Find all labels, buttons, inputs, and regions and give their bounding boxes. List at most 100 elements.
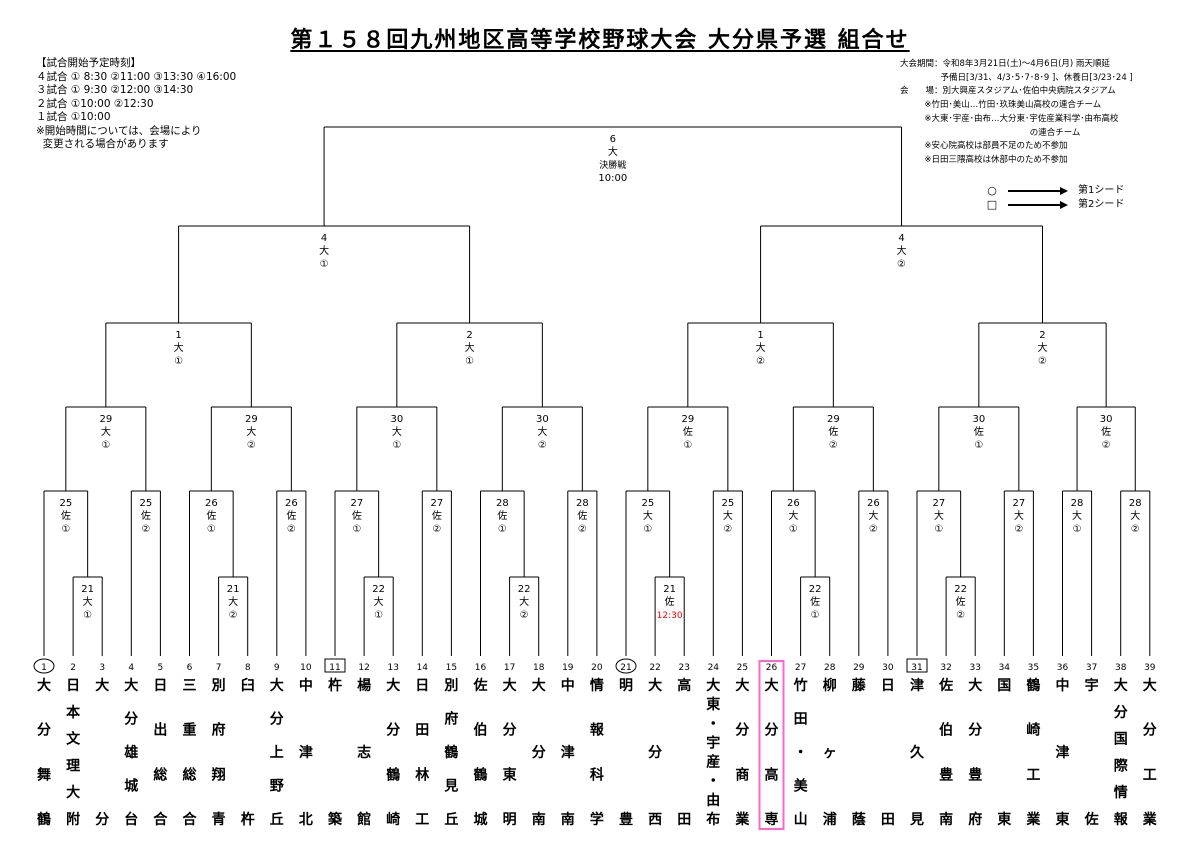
arrow-right-icon (1008, 187, 1068, 195)
team-name-char: 柳 (823, 677, 837, 694)
game-date: 27 (1012, 498, 1025, 509)
team-name-char: 城 (474, 811, 488, 828)
team-name-char: 美 (794, 778, 809, 795)
game-label-bg (1030, 329, 1055, 369)
team-number: 32 (940, 663, 951, 673)
second-seed-mark (906, 658, 928, 673)
game-label-bg (221, 583, 246, 623)
game-date: 28 (1071, 498, 1084, 509)
team-name-char: 大 (1114, 677, 1128, 694)
game-slot: ① (1073, 524, 1082, 535)
game-venue: 佐 (1101, 426, 1111, 438)
team-number: 24 (708, 663, 720, 673)
team-number: 35 (1028, 663, 1039, 673)
team-name-char: 三 (183, 678, 197, 694)
game-label-bg (781, 497, 806, 537)
team-name-char: 産 (706, 754, 720, 771)
team-number: 37 (1086, 663, 1097, 673)
team-name-char: 竹 (793, 677, 808, 694)
team-name-char: 高 (677, 677, 691, 694)
game-venue: 佐 (497, 510, 507, 522)
team-number: 38 (1115, 663, 1127, 673)
game-label-bg (530, 413, 555, 453)
team-name-char: 明 (619, 678, 633, 694)
team-name-char: 大 (735, 677, 749, 694)
game-slot: 12:30 (657, 611, 683, 621)
game-time: 10:00 (598, 173, 627, 184)
team-name-char: 崎 (386, 811, 400, 828)
game-label-bg (199, 497, 224, 537)
game-slot: ② (141, 524, 150, 535)
team-name-char: 佐 (473, 677, 488, 694)
team-name-char: 豊 (939, 766, 953, 783)
team-number: 7 (216, 663, 222, 673)
team-name-char: 見 (443, 779, 458, 795)
game-date: 30 (972, 414, 985, 425)
game-label-bg (133, 497, 158, 537)
team-number: 9 (274, 663, 280, 673)
team-name-char: 総 (153, 766, 167, 783)
game-date: 22 (372, 584, 385, 595)
team-name-char: 崎 (1026, 722, 1040, 739)
game-slot: ① (207, 524, 216, 535)
game-venue: 大 (1130, 509, 1140, 522)
game-venue: 大 (246, 425, 256, 438)
team-name-char: 業 (1142, 811, 1158, 828)
game-date: 2 (466, 330, 472, 341)
team-name-char: 日 (415, 678, 429, 694)
team-name-char: 北 (299, 812, 313, 828)
game-date: 21 (81, 584, 94, 595)
team-name-char: 由 (706, 792, 720, 809)
team-name-char: 大 (532, 677, 546, 694)
team-name-char: 報 (1114, 811, 1129, 828)
game-slot: ② (229, 610, 238, 621)
team-number: 20 (591, 663, 603, 673)
game-label-bg (861, 497, 886, 537)
game-venue: 佐 (665, 596, 675, 608)
team-number: 14 (417, 663, 429, 673)
game-date: 21 (663, 584, 676, 595)
game-date: 28 (1129, 498, 1142, 509)
legend-first-seed: ○ 第1シード (986, 184, 1124, 198)
game-venue: 大 (392, 425, 402, 438)
game-label-bg (657, 583, 682, 623)
game-venue: 大 (934, 509, 944, 522)
team-name-char: 分 (270, 712, 284, 728)
team-number: 30 (882, 663, 894, 673)
team-name-char: 宇 (706, 734, 720, 751)
team-name-char: 藤 (852, 677, 867, 694)
team-number: 33 (969, 663, 980, 673)
game-venue: 大 (465, 341, 475, 354)
game-venue: 佐 (206, 510, 216, 522)
seed-legend: ○ 第1シード □ 第2シード (986, 184, 1125, 212)
game-label-bg (948, 583, 973, 623)
game-slot: ① (101, 440, 110, 451)
game-slot: ① (934, 524, 943, 535)
game-label-bg (803, 583, 828, 623)
team-number: 13 (387, 663, 398, 673)
game-venue: 佐 (61, 510, 71, 522)
game-date: 25 (59, 498, 72, 509)
team-name-char: 分 (648, 745, 662, 761)
team-name-char: 鶴 (1026, 677, 1040, 694)
team-number: 18 (533, 663, 545, 673)
game-venue: 大 (228, 595, 238, 608)
game-slot: ① (61, 524, 70, 535)
game-venue: 大 (1014, 509, 1024, 522)
team-name-char: 東 (706, 696, 720, 713)
team-name-char: 西 (648, 812, 662, 828)
game-date: 30 (536, 414, 549, 425)
team-name-char: 学 (590, 811, 604, 828)
team-number: 21 (620, 663, 631, 673)
game-label-bg (926, 497, 951, 537)
team-name-char: 大 (968, 677, 982, 694)
game-slot: ② (756, 356, 765, 367)
team-name-char: 情 (1114, 784, 1128, 801)
game-slot: ② (1131, 524, 1140, 535)
game-slot: ① (392, 440, 401, 451)
team-name-char: 中 (299, 677, 313, 694)
team-name-char: 大 (1143, 677, 1157, 694)
game-date: 28 (496, 498, 509, 509)
team-name-char: 大 (37, 677, 51, 694)
game-label-bg (889, 232, 914, 272)
